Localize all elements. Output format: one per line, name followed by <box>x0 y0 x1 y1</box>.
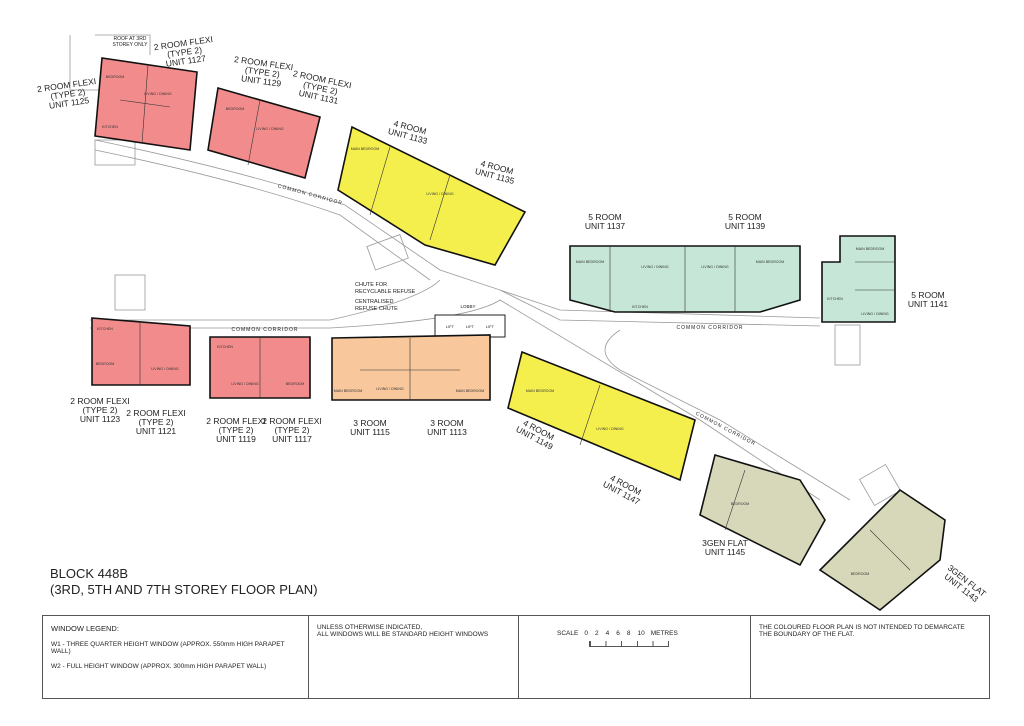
unit-label-1143: 3GEN FLATUNIT 1143 <box>940 563 988 606</box>
scale-cell: SCALE 0 2 4 6 8 10 METRES <box>519 616 751 698</box>
scale-label: SCALE <box>557 630 579 637</box>
scale-bar: SCALE 0 2 4 6 8 10 METRES <box>557 630 742 637</box>
svg-text:BEDROOM: BEDROOM <box>96 362 115 366</box>
svg-text:LIVING / DINING: LIVING / DINING <box>144 92 172 96</box>
scale-tick: 6 <box>616 630 620 637</box>
unit-label-1117: 2 ROOM FLEXI(TYPE 2)UNIT 1117 <box>262 416 322 444</box>
window-note: UNLESS OTHERWISE INDICATED, ALL WINDOWS … <box>309 616 519 698</box>
scale-ruler <box>589 641 669 647</box>
svg-text:KITCHEN: KITCHEN <box>827 297 843 301</box>
disclaimer-line-2: THE BOUNDARY OF THE FLAT. <box>759 631 855 638</box>
unit-shapes <box>91 57 946 611</box>
svg-text:LIVING / DINING: LIVING / DINING <box>376 387 404 391</box>
unit-1121-1123-shape <box>91 317 191 386</box>
scale-tick: 10 <box>637 630 645 637</box>
unit-label-1147: 4 ROOMUNIT 1147 <box>601 471 646 507</box>
block-subtitle: (3RD, 5TH AND 7TH STOREY FLOOR PLAN) <box>50 582 318 597</box>
svg-text:MAIN BEDROOM: MAIN BEDROOM <box>351 147 380 151</box>
svg-text:MAIN BEDROOM: MAIN BEDROOM <box>576 260 605 264</box>
note-line-1: UNLESS OTHERWISE INDICATED, <box>317 624 423 631</box>
corridors <box>69 34 902 507</box>
unit-1113-1115-shape <box>331 334 491 401</box>
svg-text:LIVING / DINING: LIVING / DINING <box>861 312 889 316</box>
svg-text:MAIN BEDROOM: MAIN BEDROOM <box>756 260 785 264</box>
svg-text:LIFT: LIFT <box>466 324 475 329</box>
scale-unit: METRES <box>650 630 678 637</box>
unit-1143-shape <box>818 488 946 611</box>
unit-label-1123: 2 ROOM FLEXI(TYPE 2)UNIT 1123 <box>70 396 130 424</box>
legend-table: WINDOW LEGEND: W1 - THREE QUARTER HEIGHT… <box>42 615 990 699</box>
unit-label-1135: 4 ROOMUNIT 1135 <box>474 157 518 186</box>
block-name: BLOCK 448B <box>50 566 129 581</box>
svg-text:LIVING / DINING: LIVING / DINING <box>641 265 669 269</box>
svg-text:LOBBY: LOBBY <box>460 304 475 309</box>
unit-label-1121: 2 ROOM FLEXI(TYPE 2)UNIT 1121 <box>126 408 186 436</box>
room-labels: BEDROOM LIVING / DINING KITCHEN BEDROOM … <box>96 75 889 576</box>
svg-text:KITCHEN: KITCHEN <box>97 327 113 331</box>
svg-text:MAIN BEDROOM: MAIN BEDROOM <box>856 247 885 251</box>
note-line-2: ALL WINDOWS WILL BE STANDARD HEIGHT WIND… <box>317 631 489 638</box>
block-title: BLOCK 448B (3RD, 5TH AND 7TH STOREY FLOO… <box>50 566 318 598</box>
svg-text:LIVING / DINING: LIVING / DINING <box>596 427 624 431</box>
svg-text:COMMON CORRIDOR: COMMON CORRIDOR <box>695 411 757 448</box>
svg-text:MAIN BEDROOM: MAIN BEDROOM <box>334 389 363 393</box>
unit-1141-shape <box>821 235 896 323</box>
svg-text:BEDROOM: BEDROOM <box>226 107 245 111</box>
legend-heading: WINDOW LEGEND: <box>51 624 119 633</box>
svg-text:BEDROOM: BEDROOM <box>286 382 305 386</box>
unit-label-1133: 4 ROOMUNIT 1133 <box>387 117 431 146</box>
svg-text:LIVING / DINING: LIVING / DINING <box>426 192 454 196</box>
svg-text:LIVING / DINING: LIVING / DINING <box>701 265 729 269</box>
disclaimer-line-1: THE COLOURED FLOOR PLAN IS NOT INTENDED … <box>759 624 965 631</box>
svg-text:BEDROOM: BEDROOM <box>731 502 750 506</box>
legend-w2: W2 - FULL HEIGHT WINDOW (APPROX. 300mm H… <box>51 663 267 670</box>
partitions <box>119 64 911 571</box>
svg-text:BEDROOM: BEDROOM <box>851 572 870 576</box>
svg-text:MAIN BEDROOM: MAIN BEDROOM <box>456 389 485 393</box>
scale-tick: 0 <box>584 630 588 637</box>
unit-label-1127: 2 ROOM FLEXI(TYPE 2)UNIT 1127 <box>153 34 216 70</box>
scale-tick: 8 <box>626 630 631 637</box>
svg-text:KITCHEN: KITCHEN <box>102 125 118 129</box>
svg-text:COMMON CORRIDOR: COMMON CORRIDOR <box>232 327 299 333</box>
svg-text:LIVING / DINING: LIVING / DINING <box>256 127 284 131</box>
unit-label-1125: 2 ROOM FLEXI(TYPE 2)UNIT 1125 <box>36 76 99 112</box>
svg-text:LIFT: LIFT <box>486 324 495 329</box>
unit-1129-1131-shape <box>207 86 321 179</box>
unit-label-1129: 2 ROOM FLEXI(TYPE 2)UNIT 1129 <box>231 54 294 90</box>
scale-tick: 4 <box>605 630 610 637</box>
svg-text:BEDROOM: BEDROOM <box>106 75 125 79</box>
unit-label-1119: 2 ROOM FLEXI(TYPE 2)UNIT 1119 <box>206 416 266 444</box>
unit-1133-1135-shape <box>337 125 527 266</box>
svg-text:LIFT: LIFT <box>446 324 455 329</box>
window-legend: WINDOW LEGEND: W1 - THREE QUARTER HEIGHT… <box>43 616 309 698</box>
legend-w1: W1 - THREE QUARTER HEIGHT WINDOW (APPROX… <box>51 641 285 655</box>
unit-1147-1149-shape <box>507 350 696 482</box>
svg-text:KITCHEN: KITCHEN <box>217 345 233 349</box>
disclaimer: THE COLOURED FLOOR PLAN IS NOT INTENDED … <box>751 616 989 698</box>
svg-text:LIVING / DINING: LIVING / DINING <box>231 382 259 386</box>
unit-label-1131: 2 ROOM FLEXI(TYPE 2)UNIT 1131 <box>288 68 352 108</box>
svg-text:COMMON CORRIDOR: COMMON CORRIDOR <box>277 183 343 206</box>
unit-1125-1127-shape <box>94 57 198 151</box>
svg-text:KITCHEN: KITCHEN <box>632 305 648 309</box>
svg-text:LIVING / DINING: LIVING / DINING <box>151 367 179 371</box>
unit-1145-shape <box>699 453 826 567</box>
svg-text:COMMON CORRIDOR: COMMON CORRIDOR <box>677 325 744 331</box>
scale-tick: 2 <box>594 630 599 637</box>
svg-text:MAIN BEDROOM: MAIN BEDROOM <box>526 389 555 393</box>
